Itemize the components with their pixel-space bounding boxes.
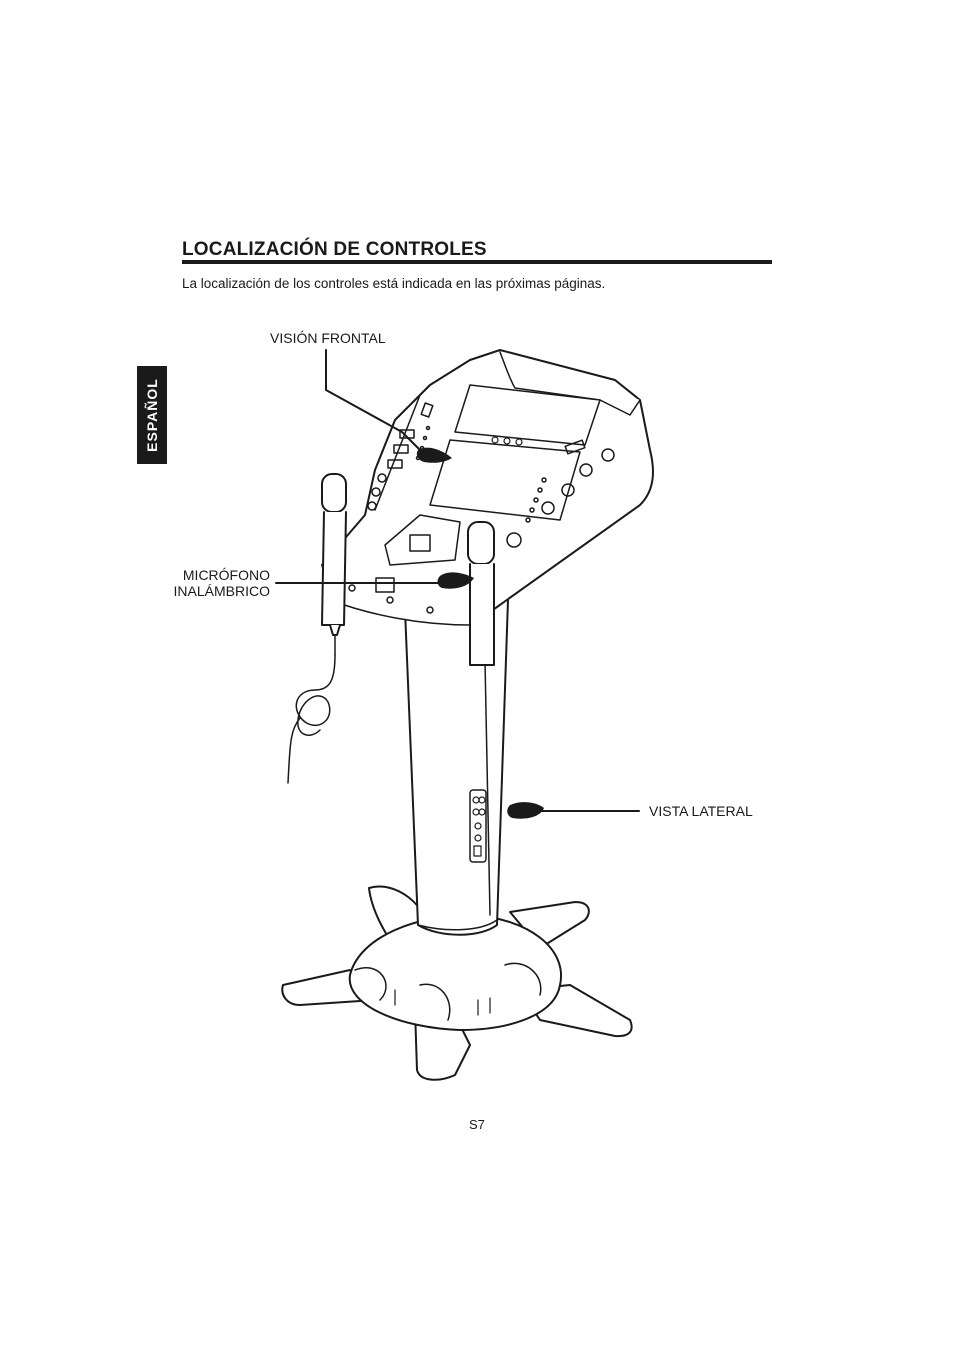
base-dome [348, 914, 563, 1031]
microphone-cable [287, 654, 336, 784]
left-control-strip [367, 394, 434, 511]
callout-wireless-mic: MICRÓFONO INALÁMBRICO [140, 567, 270, 599]
display-screen [429, 384, 601, 521]
pointing-hand-icon [416, 447, 544, 819]
callout-leaders [275, 349, 640, 812]
wireless-microphone [467, 521, 495, 666]
page-number: S7 [469, 1117, 485, 1132]
right-control-panel [506, 439, 615, 548]
callout-front-view: VISIÓN FRONTAL [270, 330, 386, 346]
callout-wireless-mic-line1: MICRÓFONO [182, 567, 270, 583]
microphone-left [321, 473, 347, 656]
device-dock [384, 514, 461, 566]
base-feet [281, 885, 633, 1081]
language-tab: ESPAÑOL [137, 366, 167, 464]
intro-text: La localización de los controles está in… [182, 276, 606, 291]
front-strip [348, 577, 434, 614]
title-rule [182, 260, 772, 264]
callout-wireless-mic-line2: INALÁMBRICO [173, 583, 270, 599]
page-title: LOCALIZACIÓN DE CONTROLES [182, 239, 487, 260]
callout-side-view: VISTA LATERAL [649, 803, 753, 819]
